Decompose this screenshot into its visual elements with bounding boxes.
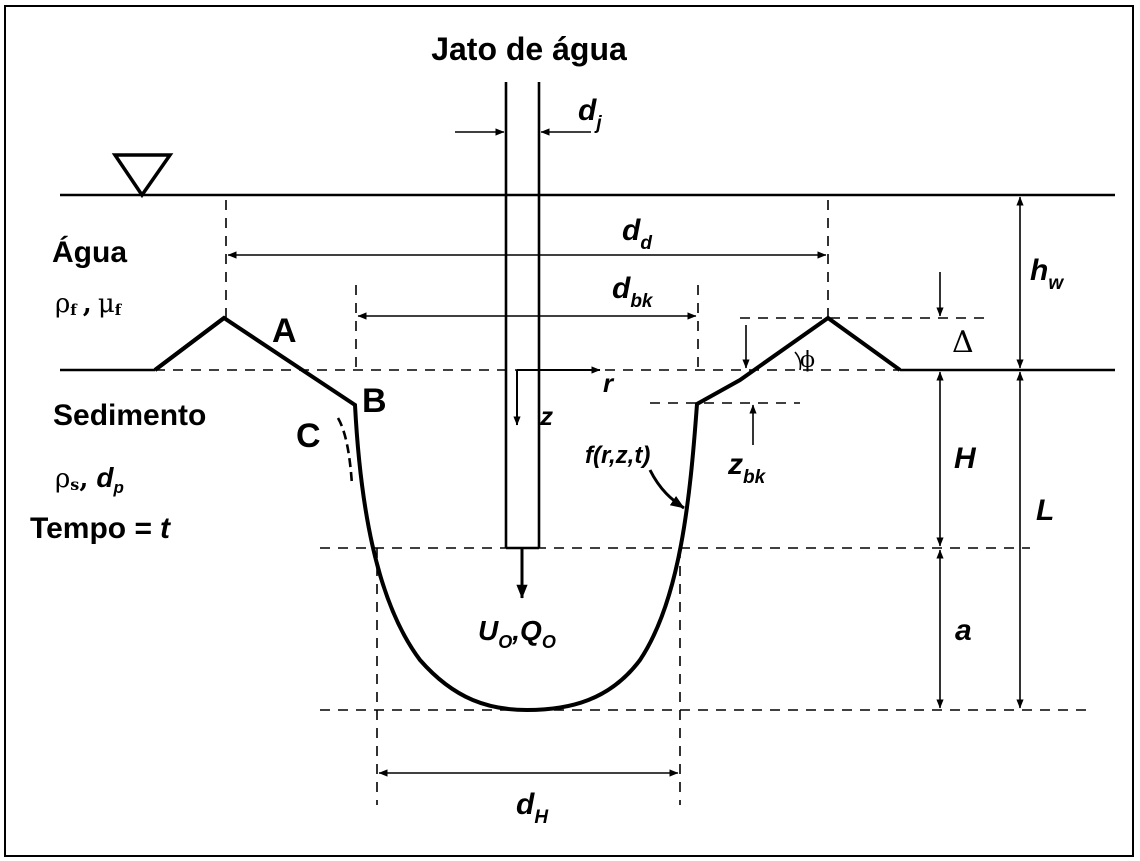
jet-velocity-flow-label: UO,QO (478, 615, 556, 652)
z-label: z (539, 401, 553, 431)
sediment-properties: ρs,dp (55, 462, 124, 497)
scour-hole-profile (153, 315, 902, 713)
water-level-triangle-icon (111, 153, 174, 199)
dbk-label: dbk (612, 272, 654, 312)
delta-label: Δ (952, 325, 974, 360)
dd-label: dd (622, 214, 652, 254)
r-label: r (603, 368, 615, 398)
point-B: B (362, 382, 387, 420)
slump-curve-c (336, 417, 354, 486)
left-mound (153, 316, 226, 372)
water-label: Água (52, 235, 127, 269)
time-label: Tempo =t (30, 512, 172, 545)
water-properties: ρf,μf (55, 289, 123, 319)
diagram-title: Jato de água (431, 31, 627, 67)
phi-label: ϕ (800, 348, 815, 373)
sediment-label: Sedimento (53, 399, 206, 432)
H-label: H (954, 442, 977, 475)
dH-label: dH (516, 788, 549, 828)
phi-angle-arc (794, 351, 802, 371)
profile-function-label: f(r,z,t) (585, 442, 650, 469)
dj-label: dj (578, 94, 602, 134)
a-label: a (955, 614, 972, 647)
L-label: L (1036, 494, 1054, 527)
profile-pointer-arrow (648, 469, 685, 510)
point-A: A (272, 312, 297, 350)
hw-label: hw (1030, 254, 1064, 294)
zbk-label: zbk (727, 448, 767, 488)
frame-border (4, 5, 1134, 857)
point-C: C (296, 417, 321, 455)
